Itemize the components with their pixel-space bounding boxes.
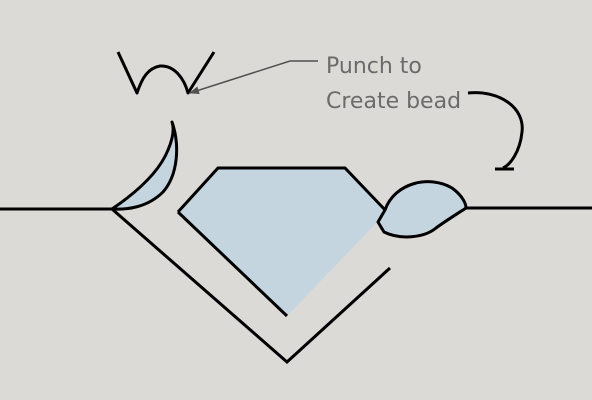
punch-tool [116,51,216,95]
metal-surface-seat [0,207,392,365]
annotation-line-1: Punch to [326,54,422,79]
gemstone [178,168,387,316]
gemstone-outline [176,166,389,214]
gemstone-left-edge [176,210,289,318]
leader-line [189,60,318,95]
bead [376,180,468,239]
curved-arrow [467,91,524,170]
left-bead-sliver [110,120,179,211]
annotation-line-2: Create bead [326,89,462,114]
